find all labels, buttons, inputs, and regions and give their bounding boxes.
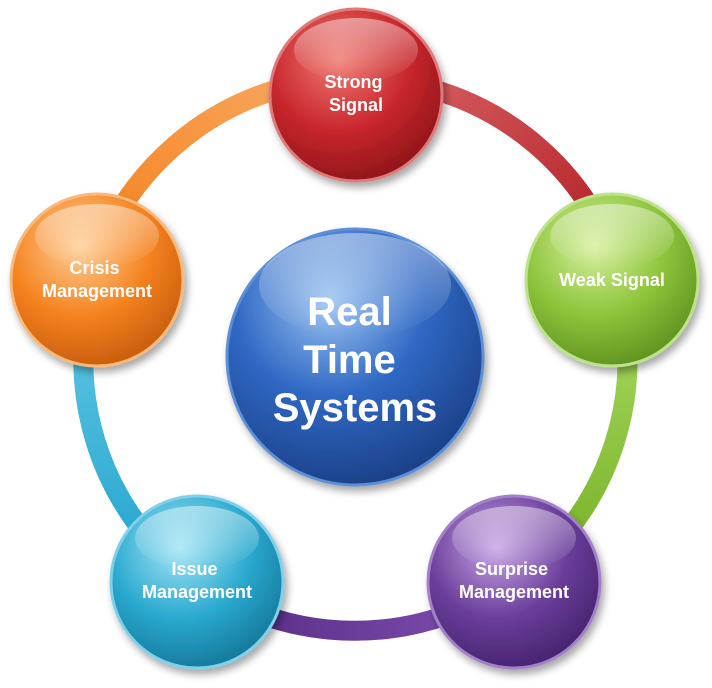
weak-signal-line-1: Weak Signal: [559, 270, 665, 290]
issue-management-line-1: Issue: [171, 559, 217, 579]
issue-management-line-2: Management: [142, 582, 252, 602]
crisis-management-line-2: Management: [42, 281, 152, 301]
strong-signal-line-2: Signal: [329, 95, 383, 115]
svg-text:Surprise Management: Surprise Management: [459, 559, 569, 602]
node-weak-signal: Weak Signal: [524, 192, 700, 368]
center-line-2: Time: [303, 338, 396, 382]
strong-signal-line-1: Strong: [324, 72, 382, 92]
svg-text:Crisis Management: Crisis Management: [42, 258, 152, 301]
node-crisis-management: Crisis Management: [9, 192, 185, 368]
center-node: Real Time Systems: [225, 227, 485, 487]
svg-text:Strong Signal: Strong Signal: [324, 72, 387, 115]
center-line-1: Real: [307, 290, 392, 334]
node-surprise-management: Surprise Management: [426, 494, 602, 670]
surprise-management-line-2: Management: [459, 582, 569, 602]
svg-text:Real Time Systems: Real Time Systems: [273, 290, 438, 430]
center-line-3: Systems: [273, 386, 438, 430]
surprise-management-line-1: Surprise: [475, 559, 548, 579]
crisis-management-line-1: Crisis: [69, 258, 119, 278]
arc-surprise-to-issue: [240, 600, 470, 641]
node-issue-management: Issue Management: [109, 494, 285, 670]
svg-text:Weak Signal: Weak Signal: [559, 270, 665, 290]
node-strong-signal: Strong Signal: [268, 7, 444, 183]
svg-text:Issue Management: Issue Management: [142, 559, 252, 602]
